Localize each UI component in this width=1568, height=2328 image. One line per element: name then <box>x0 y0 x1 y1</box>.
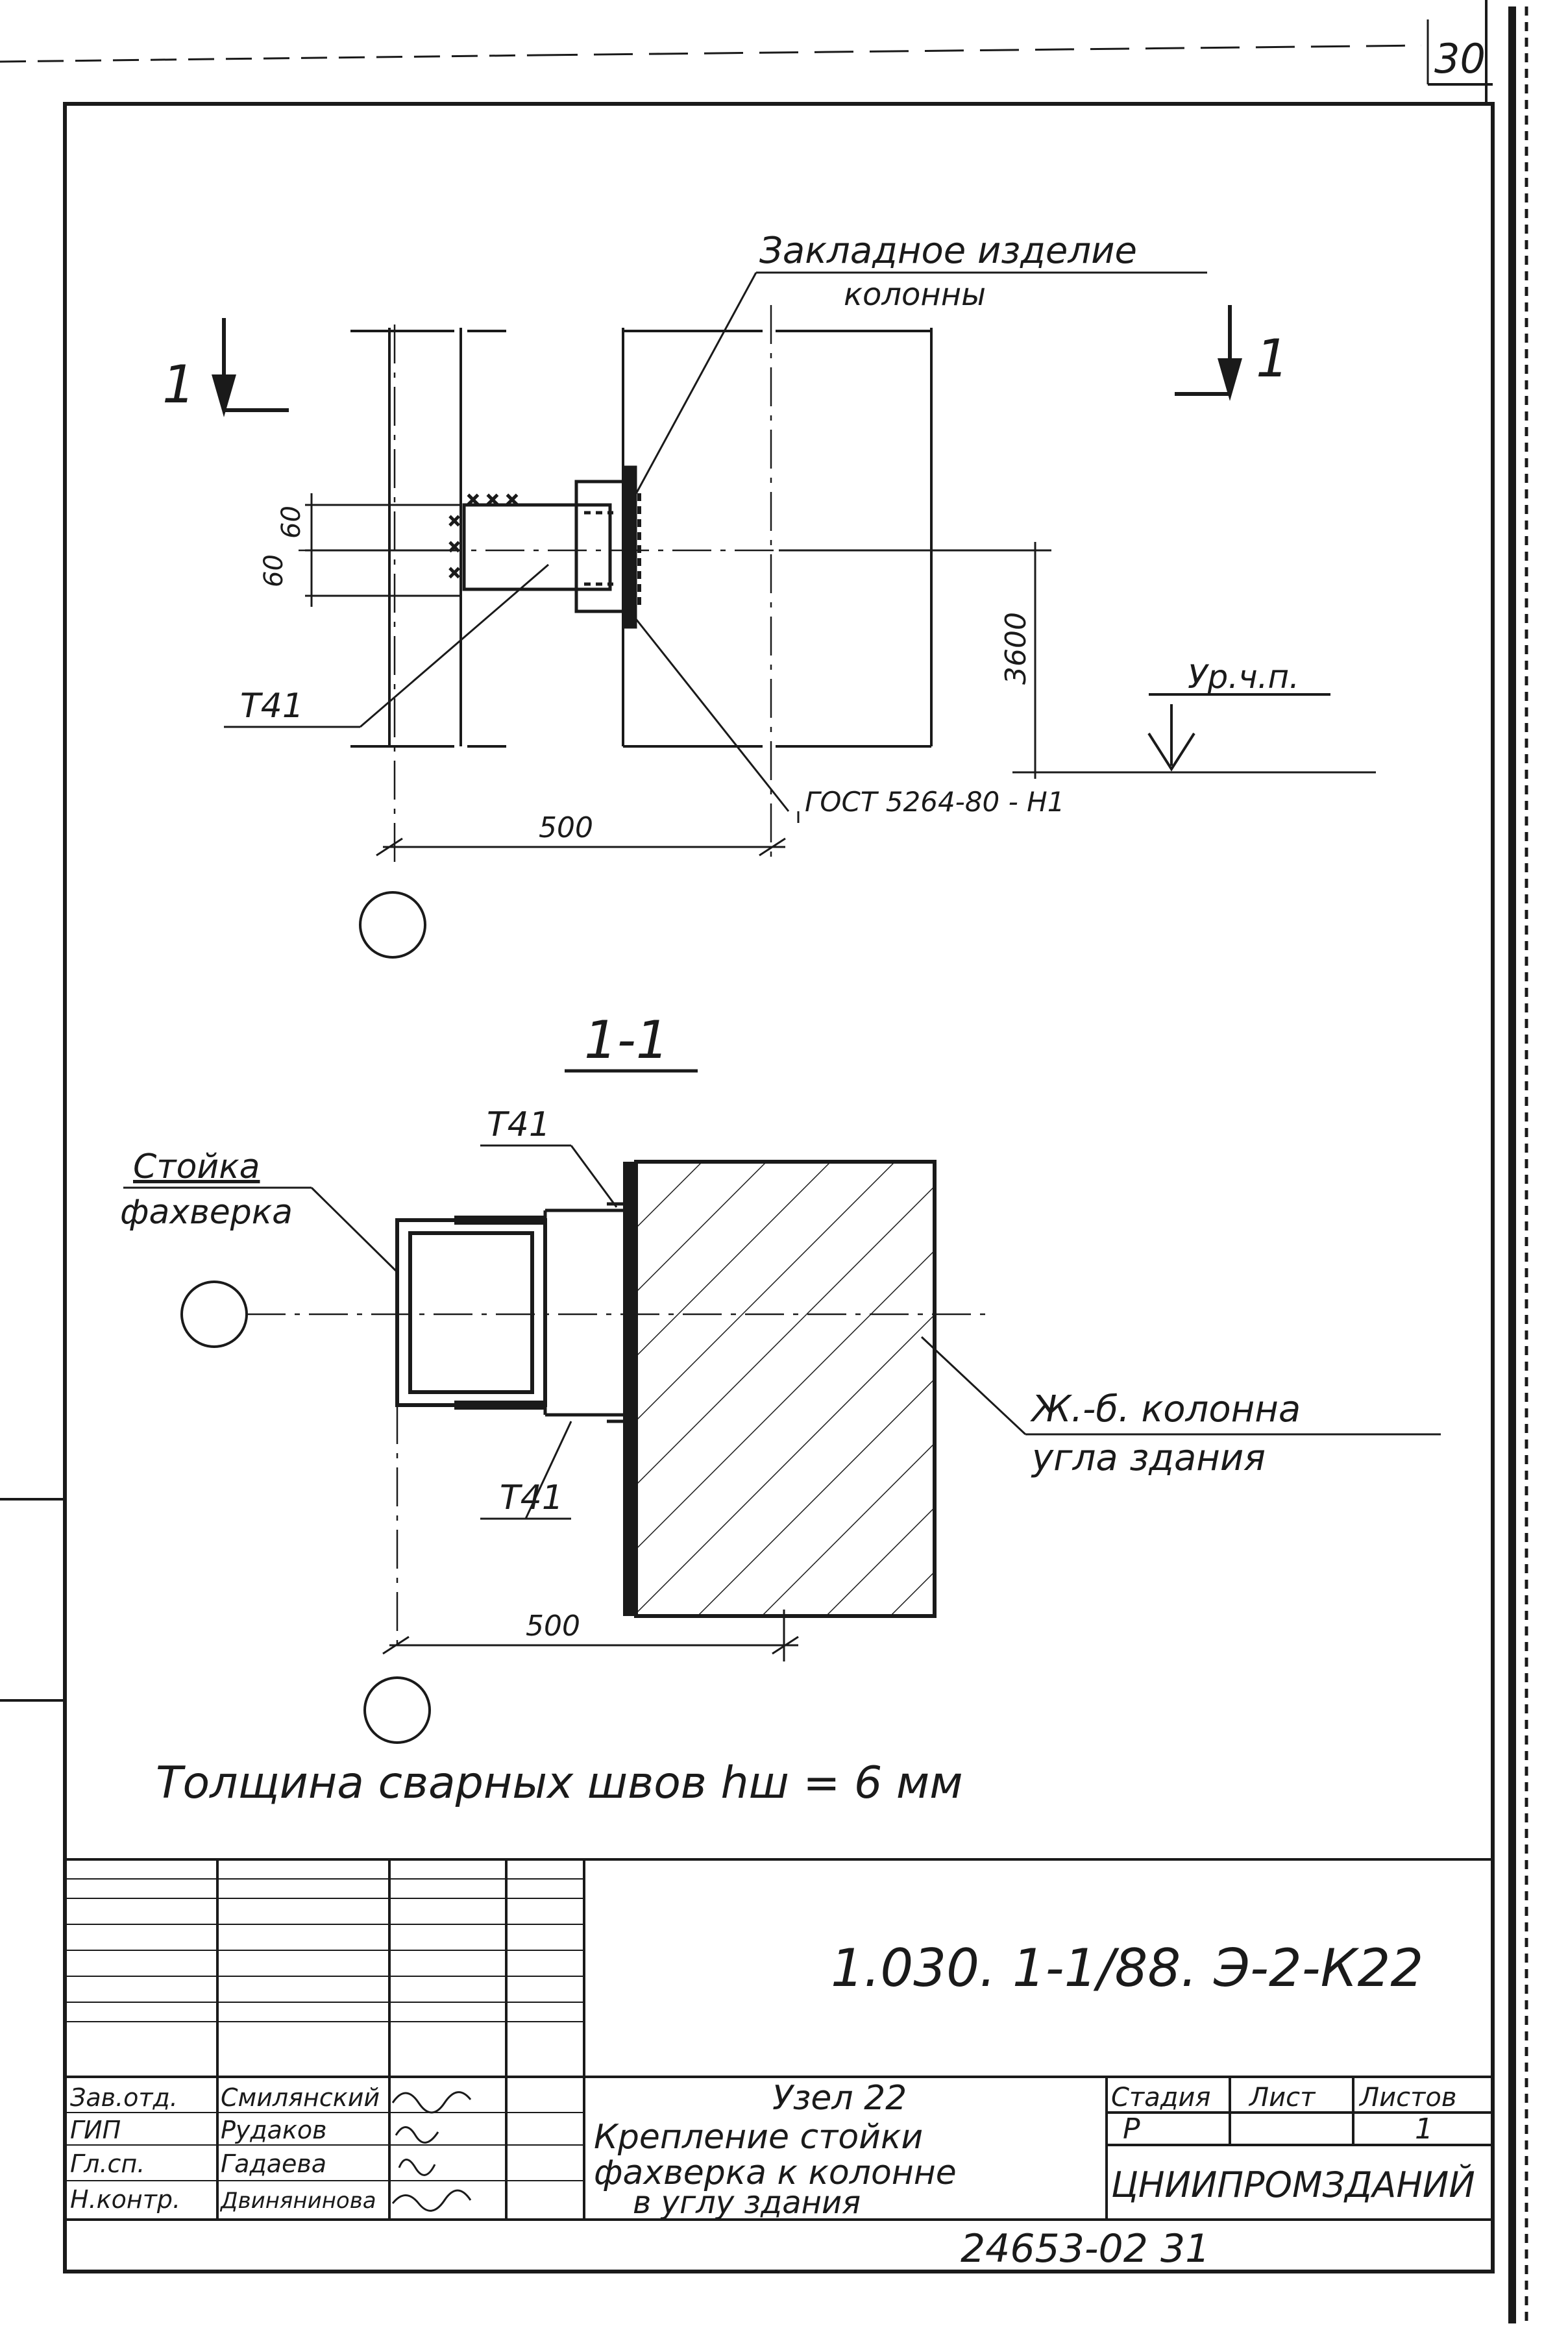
t41-bottom-leader <box>480 1421 572 1520</box>
axis-bubble-section-left <box>180 1280 248 1348</box>
height-dimension <box>779 542 1376 779</box>
plan-view: × × × × × × 60 60 1 1 За <box>162 230 1376 959</box>
name-2: Рудаков <box>221 2116 327 2144</box>
bracket-t41 <box>462 465 637 629</box>
weld-standard-label: ГОСТ 5264-80 - Н1 <box>805 786 1064 818</box>
column-label-sub: угла здания <box>1031 1437 1266 1479</box>
section-axis-dim-500: 500 <box>526 1610 580 1643</box>
bottom-number: 24653-02 31 <box>961 2226 1210 2272</box>
column-outline <box>622 328 933 748</box>
name-3: Гадаева <box>221 2150 326 2178</box>
organization: ЦНИИПРОМЗДАНИЙ <box>1111 2164 1475 2205</box>
role-3: Гл.сп. <box>70 2150 145 2178</box>
title-block <box>65 1858 1493 2221</box>
page-number: 30 <box>1434 35 1486 82</box>
post-label: Стойка <box>133 1147 260 1186</box>
axis-bubble-section-bottom <box>363 1676 431 1744</box>
section-1-1: 1-1 Т41 Т41 <box>120 1010 1441 1744</box>
name-4: Двинянинова <box>219 2188 376 2214</box>
embedded-part-label-sub: колонны <box>844 276 986 313</box>
name-1: Смилянский <box>221 2083 380 2112</box>
t41-leader <box>224 563 549 728</box>
stage-value: Р <box>1123 2113 1140 2146</box>
title-line-1: Узел 22 <box>772 2079 907 2118</box>
embedded-plate <box>623 1162 637 1616</box>
role-4: Н.контр. <box>70 2185 180 2214</box>
svg-text:× × ×: × × × <box>466 490 519 509</box>
bracket-section <box>543 1202 623 1423</box>
section-title: 1-1 <box>584 1010 669 1070</box>
column-label: Ж.-б. колонна <box>1030 1388 1301 1430</box>
section-mark-left <box>212 318 289 417</box>
post-section <box>395 1216 547 1410</box>
title-line-4: в углу здания <box>633 2185 861 2221</box>
height-dim-3600: 3600 <box>999 612 1033 685</box>
title-line-2: Крепление стойки <box>594 2118 923 2157</box>
stage-header: Стадия <box>1111 2083 1210 2113</box>
post-leader <box>123 1186 398 1273</box>
post-outline <box>350 328 506 748</box>
section-mark-left-number: 1 <box>162 354 195 415</box>
section-part-label-top: Т41 <box>487 1105 550 1144</box>
axis-dimension-plan <box>376 837 786 857</box>
drawing-designation: 1.030. 1-1/88. Э-2-К22 <box>831 1938 1423 1998</box>
section-mark-right <box>1175 305 1242 401</box>
sheets-header: Листов <box>1358 2083 1456 2113</box>
sheets-value: 1 <box>1415 2113 1433 2146</box>
dim-60-upper: 60 <box>276 506 306 539</box>
column-section <box>634 1160 937 1618</box>
svg-text:×: × <box>448 511 461 530</box>
post-label-sub: фахверка <box>120 1193 293 1232</box>
dim-60-lower: 60 <box>259 554 289 587</box>
sheet-header: Лист <box>1248 2083 1316 2113</box>
title-line-3: фахверка к колонне <box>594 2153 957 2192</box>
signatures <box>391 2091 472 2212</box>
dimension-60-60 <box>305 493 461 607</box>
weld-leader <box>625 606 800 823</box>
axis-dimension-section <box>382 1610 799 1661</box>
svg-text:×: × <box>448 563 461 582</box>
centerlines <box>299 305 1045 863</box>
embedded-part-leader <box>631 271 1207 500</box>
weld-thickness-note: Толщина сварных швов hш = 6 мм <box>156 1758 963 1809</box>
svg-text:×: × <box>448 537 461 556</box>
t41-top-leader <box>480 1144 618 1208</box>
plan-axis-dim-500: 500 <box>539 811 593 844</box>
floor-level-label: Ур.ч.п. <box>1188 658 1299 696</box>
sheet-frame <box>0 0 1528 2323</box>
embedded-part-label: Закладное изделие <box>759 230 1137 272</box>
section-mark-right-number: 1 <box>1256 328 1289 389</box>
axis-bubble-plan <box>359 891 426 959</box>
role-1: Зав.отд. <box>70 2083 178 2112</box>
weld-marks: × × × × × × <box>447 489 641 607</box>
plan-part-label: Т41 <box>240 687 304 726</box>
section-part-label-bottom: Т41 <box>500 1478 563 1517</box>
floor-level-mark <box>1147 693 1330 772</box>
column-leader <box>920 1336 1441 1436</box>
role-2: ГИП <box>70 2116 121 2144</box>
